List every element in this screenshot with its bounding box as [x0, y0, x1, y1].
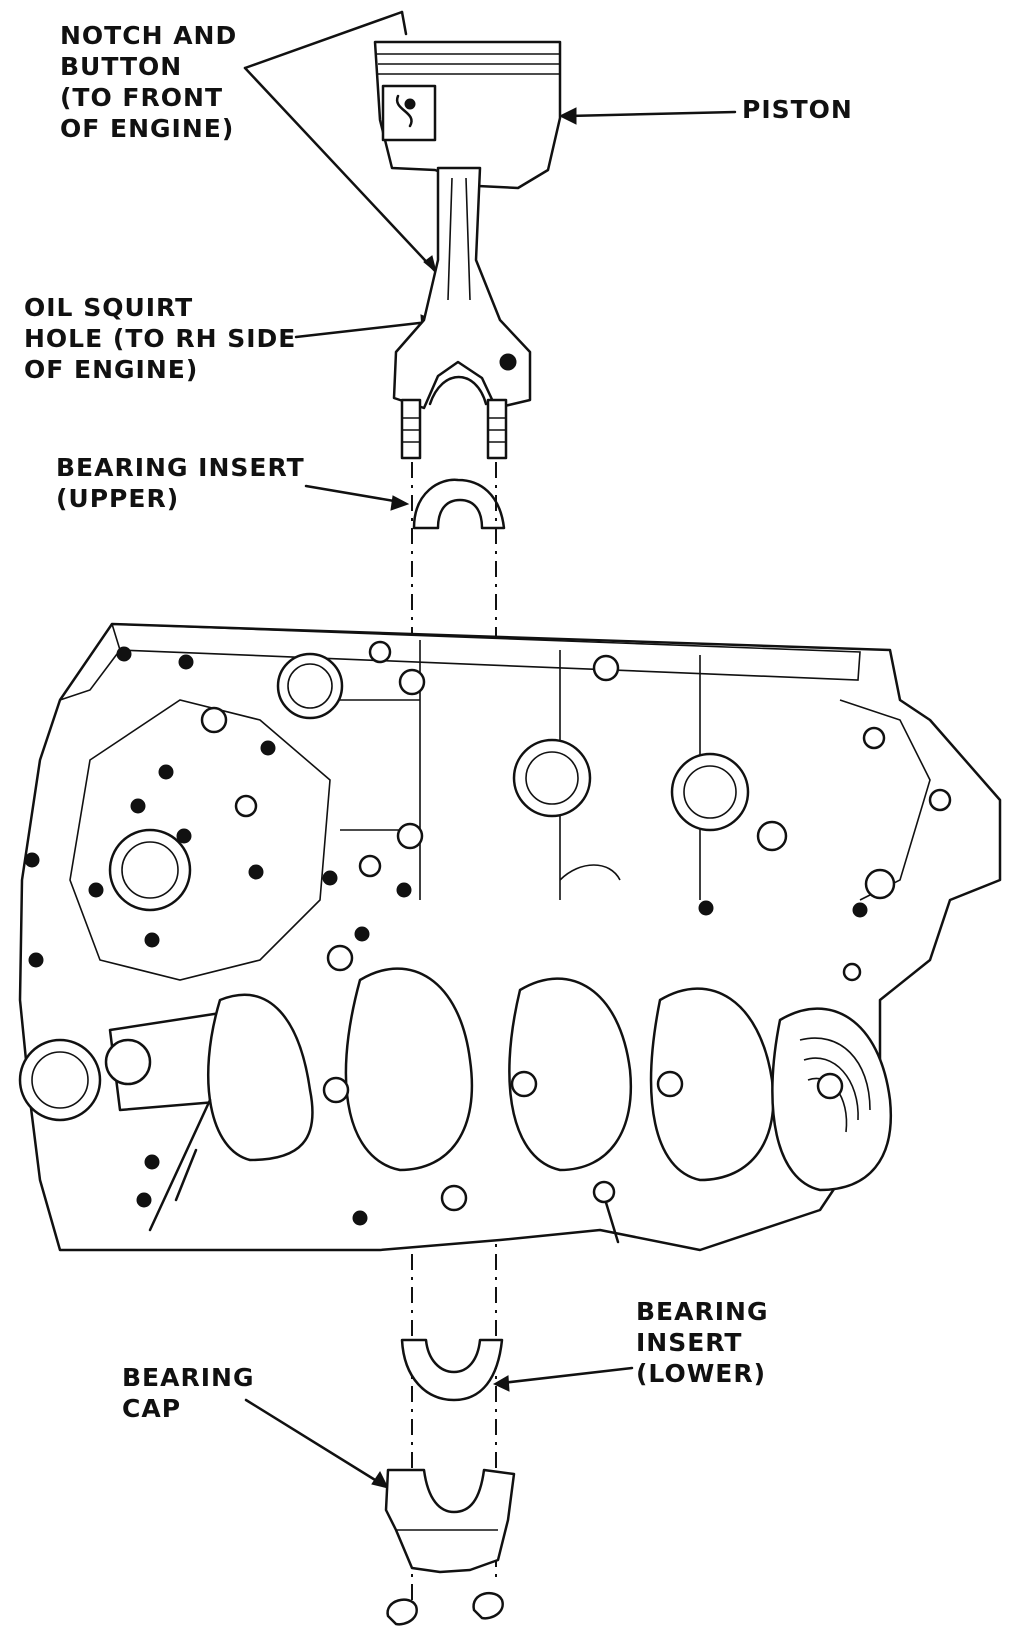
bearing-cap-drawing [384, 1468, 516, 1574]
leader-insert-upper [304, 484, 402, 504]
leader-oil-hole [294, 320, 430, 339]
label-cap-line-2: CAP [122, 1394, 182, 1423]
label-oil-squirt-hole: OIL SQUIRT HOLE (TO RH SIDE OF ENGINE) [24, 292, 296, 385]
label-bearing-insert-lower: BEARING INSERT (LOWER) [636, 1296, 768, 1389]
leader-insert-lower [500, 1366, 634, 1385]
label-oil-line-1: OIL SQUIRT [24, 293, 194, 322]
label-insert-lower-line-2: INSERT [636, 1328, 743, 1357]
upper-insert-drawing [412, 478, 506, 530]
engine-block-drawing [18, 622, 1002, 1252]
label-notch-line-1: NOTCH AND [60, 21, 238, 50]
leader-cap [244, 1398, 382, 1485]
center-lines [411, 462, 497, 1620]
label-bearing-insert-upper: BEARING INSERT (UPPER) [56, 452, 305, 514]
leader-notch-top-tip [400, 10, 408, 36]
label-insert-lower-line-1: BEARING [636, 1297, 769, 1326]
label-oil-line-2: HOLE (TO RH SIDE [24, 324, 297, 353]
label-notch-line-4: OF ENGINE) [60, 114, 235, 143]
leader-notch-rod [243, 66, 438, 274]
label-insert-upper-line-1: BEARING INSERT [56, 453, 305, 482]
label-notch-and-button: NOTCH AND BUTTON (TO FRONT OF ENGINE) [60, 20, 237, 144]
label-oil-line-3: OF ENGINE) [24, 355, 199, 384]
piston-drawing [373, 40, 562, 460]
label-insert-upper-line-2: (UPPER) [56, 484, 180, 513]
label-piston: PISTON [742, 94, 853, 125]
label-cap-line-1: BEARING [122, 1363, 255, 1392]
label-notch-line-3: (TO FRONT [60, 83, 223, 112]
label-insert-lower-line-3: (LOWER) [636, 1359, 767, 1388]
rod-nuts-drawing [386, 1591, 504, 1626]
label-bearing-cap: BEARING CAP [122, 1362, 254, 1424]
leader-notch-top [243, 10, 404, 70]
lower-insert-drawing [400, 1338, 504, 1402]
label-piston-line-1: PISTON [742, 95, 853, 124]
label-notch-line-2: BUTTON [60, 52, 183, 81]
leader-piston [566, 110, 737, 118]
